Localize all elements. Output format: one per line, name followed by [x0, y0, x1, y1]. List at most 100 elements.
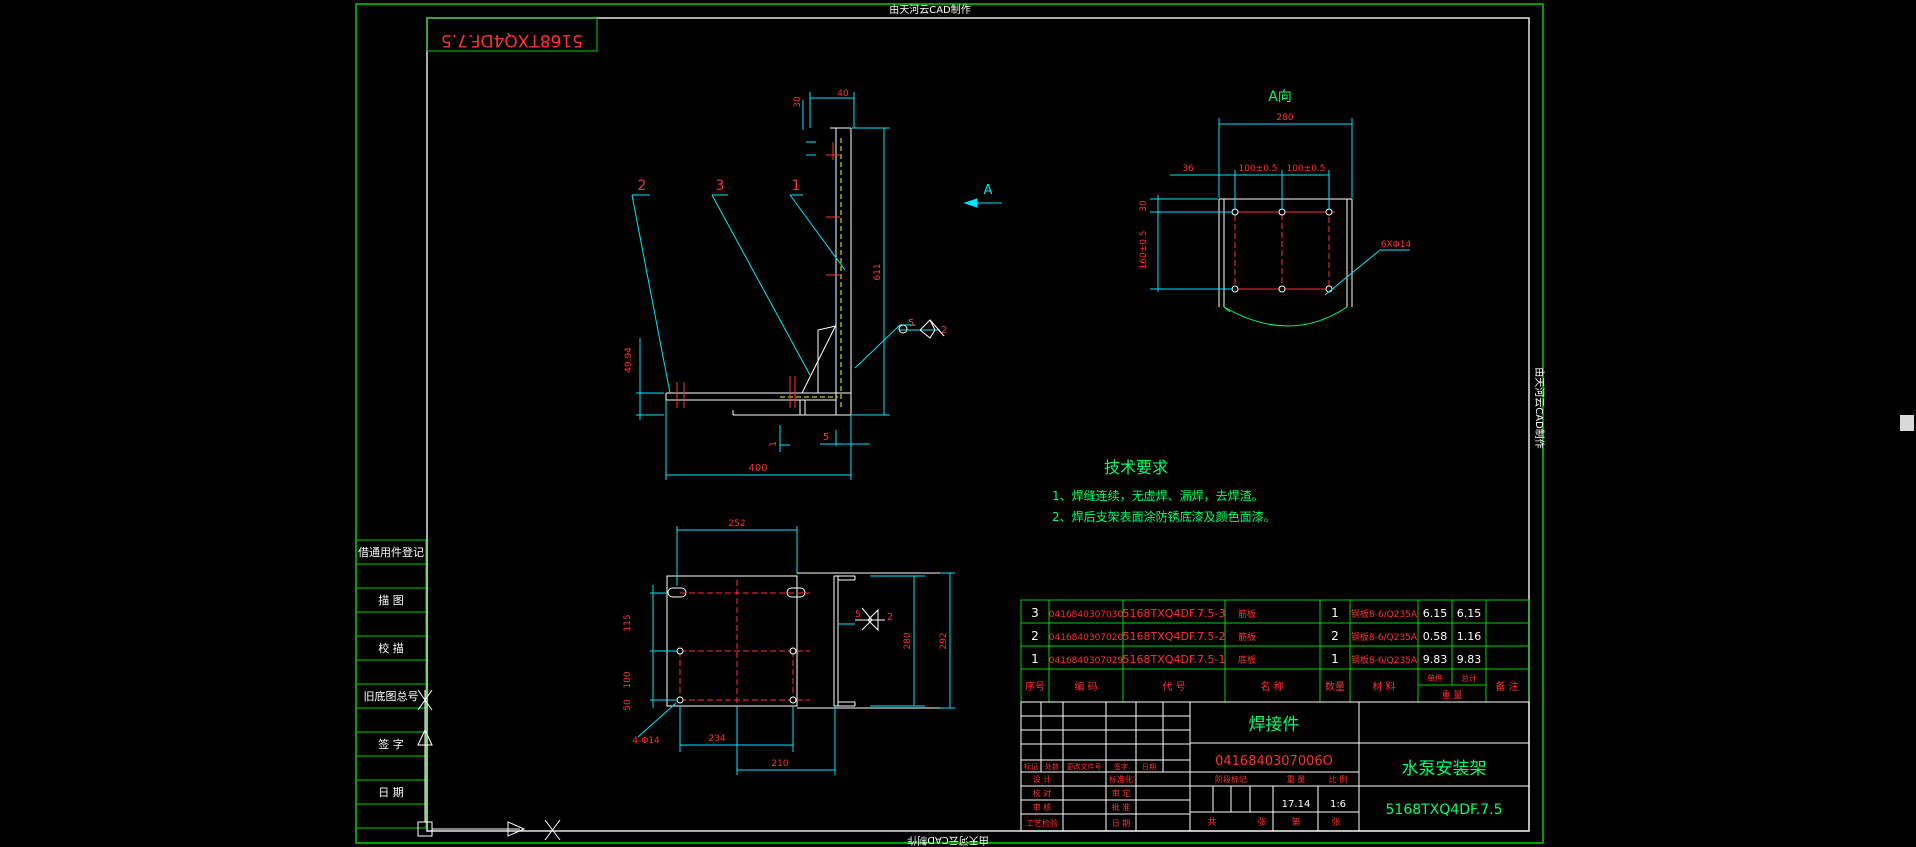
bom-row-2-code: 0416840307029 — [1049, 656, 1124, 666]
top-view-dimensions — [637, 526, 955, 775]
side-register-table — [355, 539, 427, 829]
bom-row-2-name: 底板 — [1238, 654, 1256, 666]
top-view-weld-symbol — [855, 607, 885, 632]
bom-row-0-no: 3 — [1031, 606, 1039, 620]
bom-row-1-name: 筋板 — [1238, 631, 1256, 643]
dim-49-94: 49.94 — [624, 347, 634, 373]
weld-5-label: 5 — [908, 318, 914, 329]
dim-40: 40 — [837, 89, 849, 99]
title-label-process: 工艺检验 — [1026, 818, 1058, 828]
title-label-approve2: 批 准 — [1112, 802, 1131, 812]
tech-req-item-2: 2、焊后支架表面涂防锈底漆及颜色面漆。 — [1052, 509, 1276, 524]
view-a-holes-label: 6XΦ14 — [1381, 240, 1412, 250]
outer-border — [355, 3, 1544, 844]
title-drawing-no: 5168TXQ4DF.7.5 — [1386, 802, 1503, 818]
callout-2: 2 — [638, 178, 647, 194]
watermark-bottom: 由天河云CAD制作 — [907, 834, 989, 847]
bom-row-2-total: 9.83 — [1457, 653, 1482, 666]
bom-row-2-qty: 1 — [1331, 652, 1339, 666]
bom-row-1-qty: 2 — [1331, 629, 1339, 643]
callout-3: 3 — [716, 178, 725, 194]
title-label-rev-mark: 标记 — [1024, 762, 1038, 771]
weld-2-label: 2 — [941, 325, 947, 336]
bom-row-1-code: 0416840307020 — [1049, 633, 1124, 643]
bom-header-material: 材 料 — [1372, 680, 1395, 693]
side-label-5: 日 期 — [378, 786, 404, 799]
view-arrow-label: A — [984, 183, 993, 198]
bom-header-total: 总计 — [1461, 673, 1477, 683]
title-label-check: 校 对 — [1033, 788, 1052, 798]
bom-row-0-total: 6.15 — [1457, 607, 1482, 620]
front-dimensions — [631, 92, 940, 480]
title-label-review: 审 核 — [1033, 802, 1052, 812]
title-part-code: 0416840307006O — [1215, 754, 1333, 769]
title-label-approve: 审 定 — [1112, 788, 1131, 798]
bom-row-2-material: 钢板8-6/Q235A — [1351, 654, 1418, 666]
side-label-2: 校 描 — [378, 641, 404, 655]
side-label-0: 借通用件登记 — [358, 545, 424, 559]
title-label-stage: 阶段标记 — [1215, 774, 1247, 784]
top-dim-234: 234 — [708, 734, 725, 744]
ucs-icon — [417, 689, 561, 841]
top-holes-label: 4-Φ14 — [632, 736, 660, 746]
bom-row-0-drawing: 5168TXQ4DF.7.5-3 — [1123, 607, 1226, 620]
bom-row-0-code: 0416840307030 — [1049, 610, 1124, 620]
view-a-dim-160: 160±0.5 — [1139, 230, 1149, 269]
vertical-scrollbar[interactable] — [1898, 0, 1916, 847]
side-label-3: 旧底图总号 — [364, 689, 419, 703]
top-weld-5: 5 — [855, 610, 861, 620]
watermark-right: 由天河云CAD制作 — [1533, 367, 1546, 449]
view-a-dim-30: 30 — [1139, 200, 1149, 212]
bom-row-1-drawing: 5168TXQ4DF.7.5-2 — [1123, 630, 1226, 643]
top-dim-210: 210 — [771, 759, 788, 769]
title-label-rev-sign: 签字 — [1114, 762, 1128, 771]
scrollbar-thumb[interactable] — [1900, 415, 1914, 431]
watermark-top: 由天河云CAD制作 — [889, 3, 971, 16]
top-dim-50: 50 — [623, 699, 633, 711]
bom-row-1-material: 钢板8-6/Q235A — [1351, 631, 1418, 643]
bom-header-weight: 重 量 — [1442, 689, 1463, 701]
title-label-std: 标准化 — [1109, 774, 1133, 784]
side-label-1: 描 图 — [378, 593, 404, 607]
title-label-rev-date: 日期 — [1142, 763, 1156, 771]
bom-row-1-unit: 0.58 — [1423, 630, 1448, 643]
bom-row-2-no: 1 — [1031, 652, 1039, 666]
bom-row-2-drawing: 5168TXQ4DF.7.5-1 — [1123, 653, 1226, 666]
dim-1: 1 — [769, 441, 779, 447]
title-block-grid — [1020, 701, 1530, 832]
view-a-dim-280: 280 — [1276, 113, 1293, 123]
bom-row-2-unit: 9.83 — [1423, 653, 1448, 666]
callout-1: 1 — [792, 178, 801, 194]
top-dim-115: 115 — [623, 614, 633, 631]
top-dim-100: 100 — [623, 671, 633, 688]
bom-header-code: 编 码 — [1074, 680, 1097, 693]
title-part-type: 焊接件 — [1249, 715, 1300, 735]
title-label-rev-count: 处数 — [1045, 762, 1059, 771]
bom-row-0-qty: 1 — [1331, 606, 1339, 620]
view-a-dim-100a: 100±0.5 — [1238, 164, 1277, 174]
bom-row-1-no: 2 — [1031, 629, 1039, 643]
view-a-dim-100b: 100±0.5 — [1286, 164, 1325, 174]
inner-border — [426, 17, 1530, 832]
dim-5: 5 — [823, 432, 829, 443]
tech-req-item-1: 1、焊缝连续，无虚焊、漏焊，去焊渣。 — [1052, 488, 1264, 503]
side-label-4: 签 字 — [378, 737, 404, 751]
title-label-sheet-unit2: 张 — [1331, 817, 1340, 828]
title-label-sheet-no: 第 — [1291, 816, 1300, 828]
title-label-design: 设 计 — [1033, 774, 1052, 784]
bom-header-qty: 数量 — [1325, 680, 1345, 693]
view-a-title: A向 — [1268, 89, 1292, 105]
bom-row-0-name: 筋板 — [1238, 608, 1256, 620]
dim-30-top: 30 — [793, 96, 803, 108]
title-label-rev-doc: 更改文件号 — [1067, 762, 1102, 771]
title-part-name: 水泵安装架 — [1402, 759, 1487, 779]
title-label-sheet-total: 共 — [1207, 817, 1216, 828]
drawing-code-mirrored: 5168TXQ4DF.7.5 — [441, 30, 583, 50]
bom-row-1-total: 1.16 — [1457, 630, 1482, 643]
title-label-sheet-unit: 张 — [1257, 817, 1266, 828]
bom-header-name: 名 称 — [1260, 680, 1283, 693]
top-view — [666, 572, 950, 709]
title-weight: 17.14 — [1282, 799, 1311, 810]
front-view — [665, 127, 852, 416]
